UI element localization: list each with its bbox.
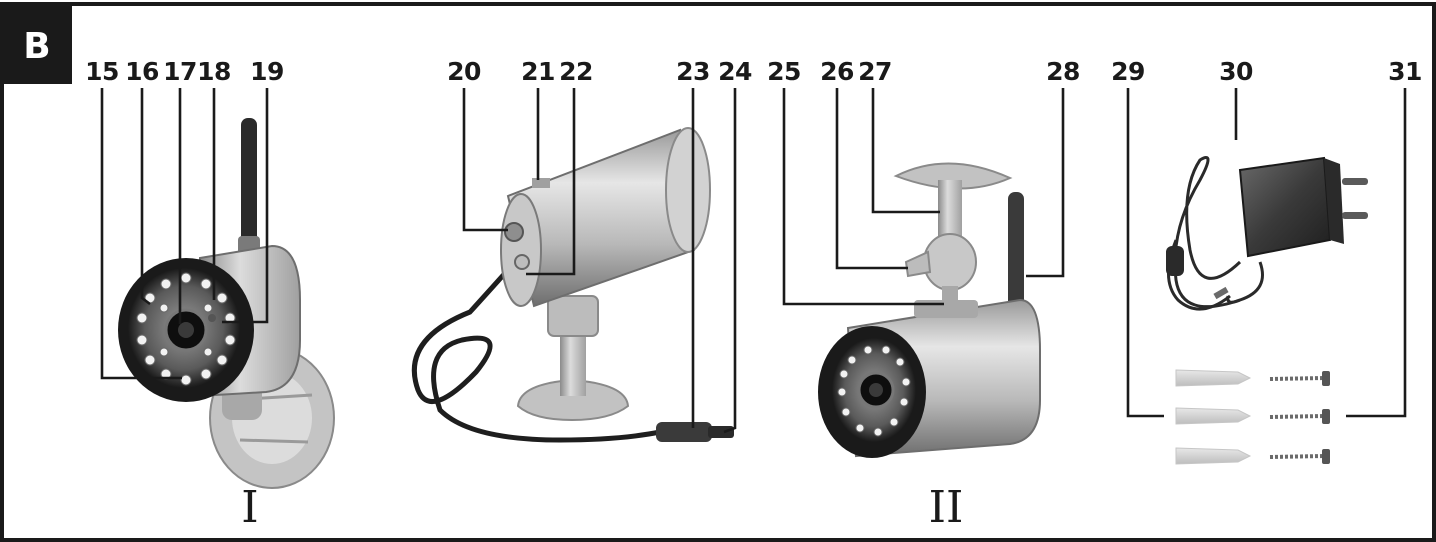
callout-30: 30 bbox=[1219, 57, 1253, 86]
group-label-i: I bbox=[241, 482, 258, 533]
callout-22: 22 bbox=[559, 57, 593, 86]
callout-27: 27 bbox=[858, 57, 892, 86]
callout-numbers: 15 16 17 18 19 20 21 22 23 24 25 26 27 2… bbox=[85, 57, 1422, 86]
group-label-ii: II bbox=[929, 482, 964, 533]
power-adapter-icon bbox=[1166, 156, 1368, 311]
leader-lines bbox=[100, 88, 1407, 434]
wall-dowel-icon bbox=[1175, 369, 1252, 465]
callout-24: 24 bbox=[718, 57, 752, 86]
callout-25: 25 bbox=[767, 57, 801, 86]
callout-21: 21 bbox=[521, 57, 555, 86]
camera-front-icon bbox=[118, 118, 335, 489]
callout-31: 31 bbox=[1388, 57, 1422, 86]
callout-20: 20 bbox=[447, 57, 481, 86]
callout-18: 18 bbox=[197, 57, 231, 86]
callout-15: 15 bbox=[85, 57, 119, 86]
section-badge-label: B bbox=[23, 26, 50, 67]
callout-16: 16 bbox=[125, 57, 159, 86]
callout-17: 17 bbox=[163, 57, 197, 86]
callout-23: 23 bbox=[676, 57, 710, 86]
callout-28: 28 bbox=[1046, 57, 1080, 86]
section-badge bbox=[2, 4, 72, 84]
camera-mounted-icon bbox=[818, 162, 1041, 458]
camera-rear-icon bbox=[411, 127, 734, 443]
callout-26: 26 bbox=[820, 57, 854, 86]
callout-19: 19 bbox=[250, 57, 284, 86]
screw-icon bbox=[1269, 371, 1330, 464]
callout-29: 29 bbox=[1111, 57, 1145, 86]
